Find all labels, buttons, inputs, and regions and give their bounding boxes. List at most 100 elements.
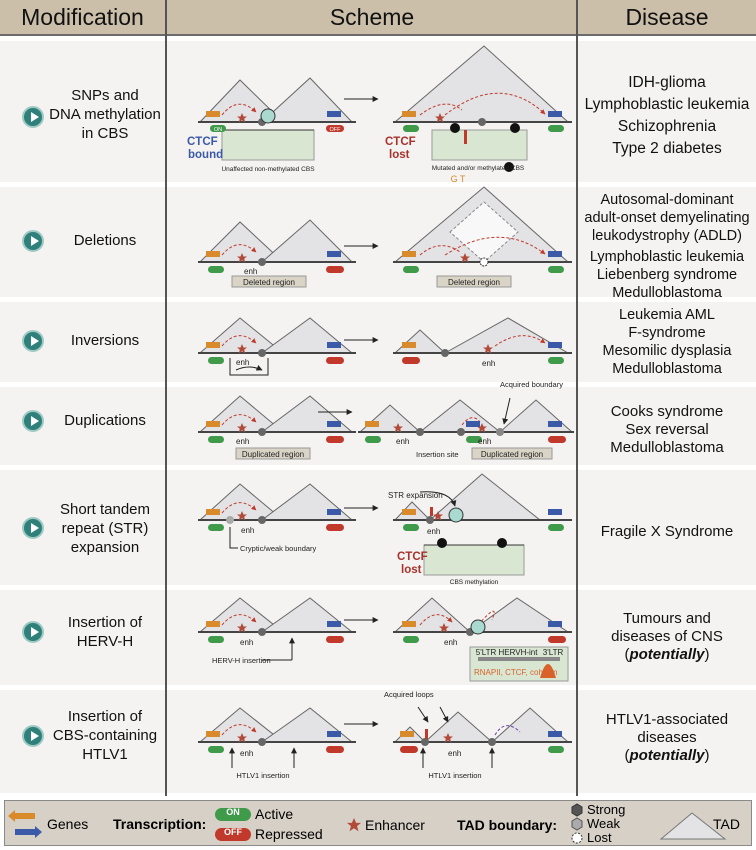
legend-repressed: Repressed: [255, 826, 323, 842]
ctcf-label: CTCF: [385, 136, 416, 148]
ltr3-label: 3'LTR: [543, 648, 564, 657]
row-snps: [0, 41, 756, 182]
row-htlv: [0, 690, 756, 793]
acquired-loops-label: Acquired loops: [384, 690, 434, 699]
herv-scheme-right: [393, 597, 572, 682]
deletion-scheme-right: [393, 186, 572, 288]
gene-arrow-orange: [206, 111, 220, 117]
htlv-scheme-left: [198, 707, 356, 768]
snp-label: G T: [451, 174, 466, 184]
deleted-region-label: Deleted region: [243, 278, 295, 287]
rnapii-label: RNAPII, CTCF, cohesin: [474, 668, 558, 677]
play-icon: [22, 517, 44, 539]
gene-orange-icon: [15, 813, 35, 819]
off-badge-text: OFF: [330, 127, 342, 133]
str-scheme-right: [393, 473, 572, 576]
duplication-scheme-left: [198, 395, 356, 460]
tad-icon: [659, 812, 727, 840]
repressed-badge: [215, 828, 251, 841]
duplication-scheme-right: [358, 397, 574, 460]
enh-label: enh: [427, 527, 440, 536]
gene-arrow-blue: [327, 111, 341, 117]
lost-label: lost: [401, 564, 422, 576]
legend-enhancer: Enhancer: [365, 817, 425, 833]
herv-scheme-left: [198, 597, 356, 661]
htlv-scheme-right: [393, 706, 572, 768]
disease-list: Fragile X Syndrome: [600, 523, 734, 540]
legend: Genes Transcription: ON OFF Active Repre…: [4, 800, 752, 846]
legend-tad-boundary: TAD boundary:: [457, 817, 558, 833]
enh-label: enh: [444, 638, 457, 647]
play-icon: [22, 410, 44, 432]
enh-label: enh: [478, 437, 491, 446]
enh-label: enh: [236, 358, 249, 367]
legend-tad: TAD: [713, 816, 740, 832]
disease-header: Disease: [625, 4, 709, 30]
table-header: Modification Scheme Disease: [0, 0, 756, 36]
row-str: [0, 470, 756, 585]
play-icon: [22, 330, 44, 352]
play-icon: [22, 621, 44, 643]
lost-label: lost: [389, 149, 410, 161]
ctcf-label: CTCF: [397, 551, 428, 563]
enh-label: enh: [244, 267, 257, 276]
gene-blue-icon: [15, 829, 35, 835]
ctcf-label: CTCF: [187, 136, 218, 148]
enh-label: enh: [396, 437, 409, 446]
cryptic-boundary-label: Cryptic/weak boundary: [240, 544, 317, 553]
snp-scheme-right: [393, 45, 572, 172]
legend-strong: Strong: [587, 802, 626, 817]
enh-label: enh: [236, 437, 249, 446]
str-scheme-left: [198, 483, 356, 549]
off-badge-text: OFF: [224, 827, 242, 837]
off-badge: [326, 125, 344, 132]
duplicated-region-label: Duplicated region: [481, 450, 543, 459]
gene-arrow-orange: [402, 111, 416, 117]
on-badge-text: ON: [226, 807, 240, 817]
hervh-int-label: HERVH-int: [499, 648, 539, 657]
duplicated-region-label: Duplicated region: [242, 450, 304, 459]
inversion-scheme-right: [393, 317, 572, 364]
on-badge: [210, 125, 226, 132]
on-badge: [548, 125, 564, 132]
htlv-insertion-label: HTLV1 insertion: [236, 771, 289, 780]
enh-label: enh: [240, 638, 253, 647]
htlv-insertion-label: HTLV1 insertion: [428, 771, 481, 780]
enh-label: enh: [240, 749, 253, 758]
enh-label: enh: [482, 359, 495, 368]
legend-transcription: Transcription:: [113, 816, 207, 832]
modification-label: Inversions: [70, 332, 140, 349]
snp-scheme-left: [198, 77, 356, 161]
modification-header: Modification: [21, 4, 144, 30]
legend-genes: Genes: [47, 816, 89, 832]
play-icon: [22, 725, 44, 747]
legend-lost: Lost: [587, 830, 612, 845]
inversion-scheme-left: [198, 317, 356, 376]
ltr5-label: 5'LTR: [476, 648, 497, 657]
row-herv: [0, 590, 756, 685]
bound-label: bound: [188, 149, 223, 161]
str-expansion-label: STR expansion: [388, 491, 443, 500]
deleted-region-label: Deleted region: [448, 278, 500, 287]
acquired-boundary-label: Acquired boundary: [500, 380, 563, 389]
legend-graphics: [8, 803, 727, 844]
cbs-caption: Unaffected non-methylated CBS: [221, 166, 315, 173]
cbs-methylation-label: CBS methylation: [450, 579, 499, 586]
legend-active: Active: [255, 806, 294, 822]
modification-label: Duplications: [64, 412, 146, 429]
on-badge-text: ON: [214, 127, 222, 133]
insertion-site-label: Insertion site: [416, 450, 459, 459]
scheme-header: Scheme: [329, 4, 415, 30]
play-icon: [22, 106, 44, 128]
